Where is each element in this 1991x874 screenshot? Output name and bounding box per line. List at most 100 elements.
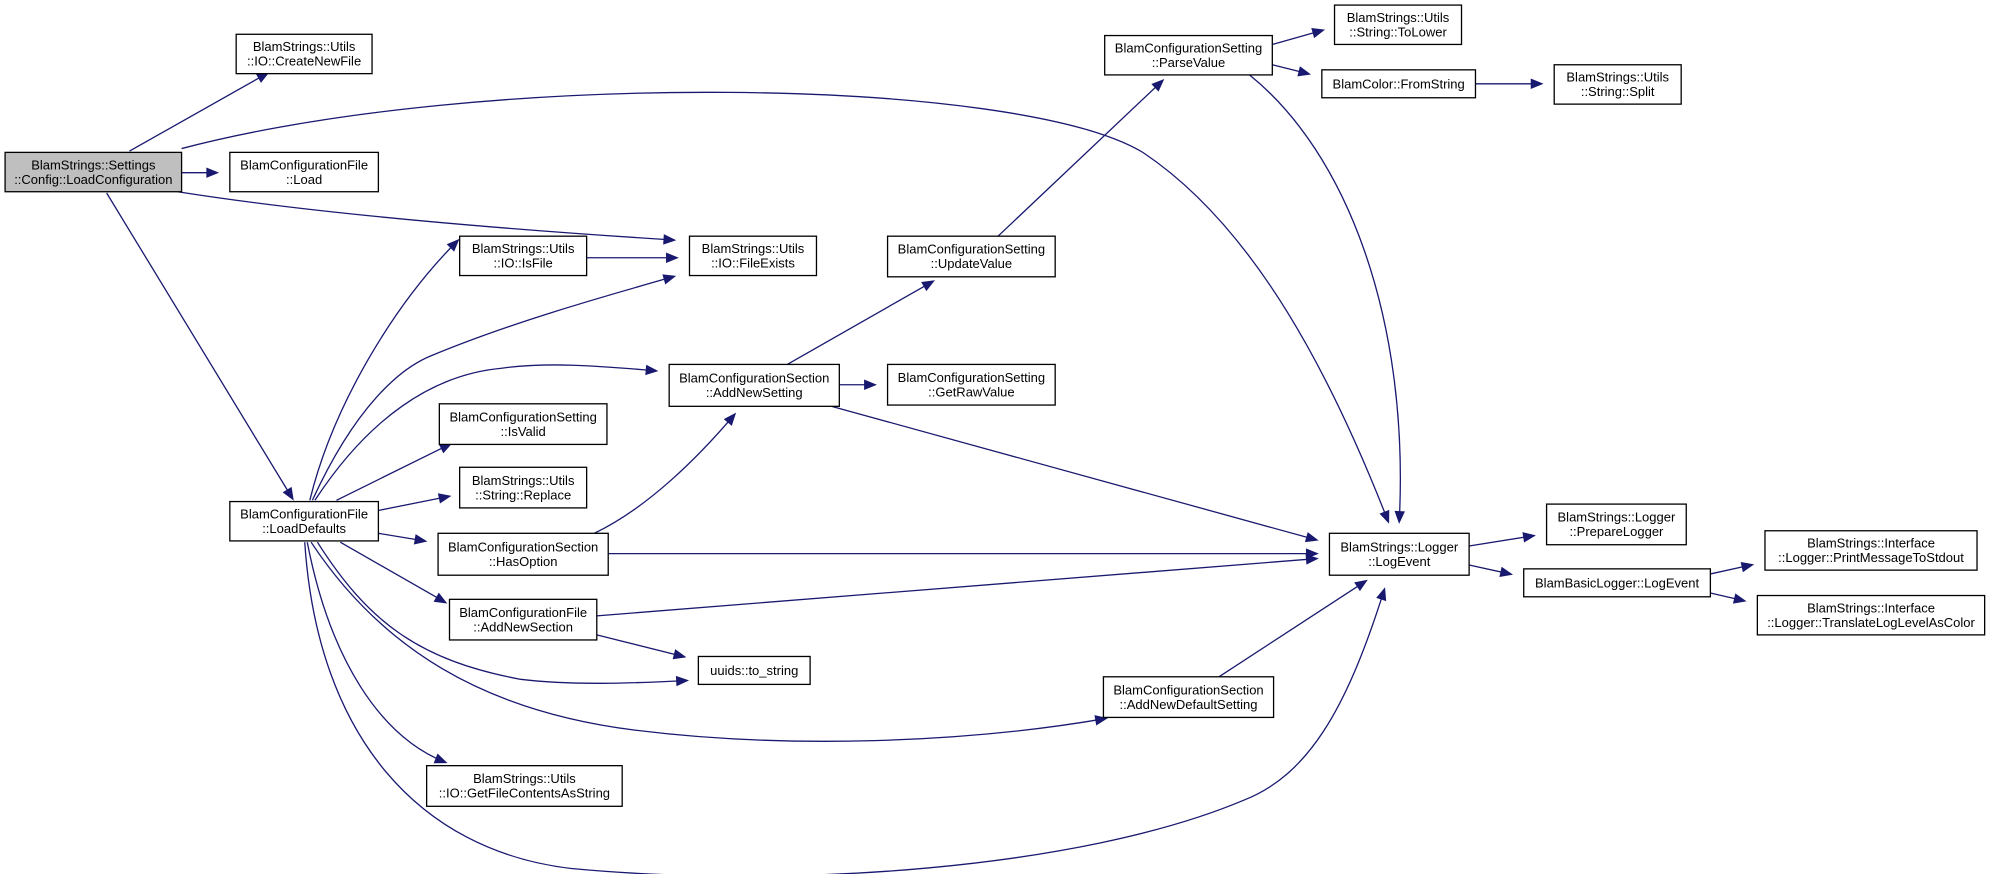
node-box bbox=[437, 532, 609, 576]
node-box bbox=[4, 151, 183, 193]
node-translateLevel[interactable]: BlamStrings::Interface::Logger::Translat… bbox=[1756, 594, 1986, 636]
edge-line bbox=[786, 281, 933, 365]
node-box bbox=[1333, 4, 1463, 46]
node-label-line: ::HasOption bbox=[489, 554, 558, 569]
node-fromString[interactable]: BlamColor::FromString bbox=[1321, 69, 1477, 99]
node-root[interactable]: BlamStrings::Settings::Config::LoadConfi… bbox=[4, 151, 183, 193]
edge-arrowhead bbox=[1376, 587, 1387, 602]
node-printMessage[interactable]: BlamStrings::Interface::Logger::PrintMes… bbox=[1764, 530, 1978, 571]
edge-arrowhead bbox=[433, 592, 448, 604]
edge-loadDefaults-to-addNewSection bbox=[339, 541, 448, 604]
edge-parseValue-to-logEvent bbox=[1249, 74, 1405, 524]
edge-arrowhead bbox=[1740, 561, 1755, 573]
node-label-line: BlamStrings::Utils bbox=[472, 473, 575, 488]
edge-line bbox=[309, 240, 458, 501]
node-parseValue[interactable]: BlamConfigurationSetting::ParseValue bbox=[1104, 34, 1273, 76]
edge-line bbox=[339, 541, 445, 603]
edge-arrowhead bbox=[1297, 66, 1312, 77]
node-label-line: BlamStrings::Settings bbox=[31, 157, 156, 172]
node-label-line: BlamStrings::Logger bbox=[1558, 510, 1676, 525]
node-addNewDefault[interactable]: BlamConfigurationSection::AddNewDefaultS… bbox=[1102, 676, 1275, 719]
node-label-line: ::AddNewSetting bbox=[706, 385, 803, 400]
node-label-line: ::AddNewSection bbox=[473, 619, 573, 634]
node-updateValue[interactable]: BlamConfigurationSetting::UpdateValue bbox=[886, 235, 1056, 278]
edge-root-to-fileExists bbox=[177, 191, 677, 245]
node-addNewSetting[interactable]: BlamConfigurationSection::AddNewSetting bbox=[668, 363, 840, 407]
node-label-line: ::UpdateValue bbox=[931, 256, 1012, 271]
edge-fromString-to-split bbox=[1475, 78, 1544, 90]
node-addNewSection[interactable]: BlamConfigurationFile::AddNewSection bbox=[448, 598, 598, 641]
edge-arrowhead bbox=[1354, 579, 1368, 592]
node-box bbox=[235, 33, 373, 75]
edge-arrowhead bbox=[413, 534, 428, 545]
node-loadDefaults[interactable]: BlamConfigurationFile::LoadDefaults bbox=[229, 500, 380, 542]
edge-parseValue-to-fromString bbox=[1272, 64, 1312, 77]
node-label-line: BlamColor::FromString bbox=[1333, 76, 1465, 91]
node-layer: BlamStrings::Settings::Config::LoadConfi… bbox=[4, 4, 1986, 807]
edge-basicLogEvent-to-printMessage bbox=[1710, 561, 1755, 575]
edge-arrowhead bbox=[1304, 532, 1319, 543]
edge-line bbox=[316, 541, 686, 684]
node-label-line: ::IO::IsFile bbox=[494, 256, 553, 271]
node-label-line: ::ParseValue bbox=[1152, 55, 1225, 70]
node-isFile[interactable]: BlamStrings::Utils::IO::IsFile bbox=[459, 235, 588, 277]
node-getRawValue[interactable]: BlamConfigurationSetting::GetRawValue bbox=[886, 363, 1056, 406]
node-fileExists[interactable]: BlamStrings::Utils::IO::FileExists bbox=[688, 235, 818, 277]
edge-root-to-createNewFile bbox=[129, 72, 270, 152]
edge-updateValue-to-parseValue bbox=[997, 78, 1165, 237]
node-toString[interactable]: uuids::to_string bbox=[697, 655, 811, 686]
node-replace[interactable]: BlamStrings::Utils::String::Replace bbox=[459, 466, 588, 509]
node-label-line: ::GetRawValue bbox=[928, 384, 1014, 399]
node-isValid[interactable]: BlamConfigurationSetting::IsValid bbox=[438, 403, 608, 446]
node-box bbox=[886, 363, 1056, 406]
node-box bbox=[459, 235, 588, 277]
node-box bbox=[1102, 676, 1275, 719]
node-box bbox=[229, 500, 380, 542]
node-logEvent[interactable]: BlamStrings::Logger::LogEvent bbox=[1328, 532, 1470, 576]
edge-line bbox=[181, 91, 1389, 521]
node-getFileContents[interactable]: BlamStrings::Utils::IO::GetFileContentsA… bbox=[425, 765, 623, 807]
edge-logEvent-to-basicLogEvent bbox=[1468, 564, 1513, 578]
node-box bbox=[1756, 594, 1986, 636]
node-basicLogEvent[interactable]: BlamBasicLogger::LogEvent bbox=[1523, 568, 1712, 598]
edge-arrowhead bbox=[675, 675, 689, 687]
edge-loadDefaults-to-isValid bbox=[336, 442, 453, 501]
node-label-line: ::IO::CreateNewFile bbox=[247, 54, 361, 69]
node-label-line: ::Logger::TranslateLogLevelAsColor bbox=[1767, 615, 1975, 630]
edge-loadDefaults-to-replace bbox=[378, 493, 452, 512]
edge-arrowhead bbox=[446, 238, 460, 252]
edge-arrowhead bbox=[663, 234, 677, 245]
node-hasOption[interactable]: BlamConfigurationSection::HasOption bbox=[437, 532, 609, 576]
edge-arrowhead bbox=[1379, 509, 1390, 524]
node-prepareLogger[interactable]: BlamStrings::Logger::PrepareLogger bbox=[1545, 503, 1687, 546]
edge-line bbox=[106, 192, 293, 499]
edge-line bbox=[177, 191, 674, 241]
edge-line bbox=[596, 558, 1316, 617]
edge-hasOption-to-logEvent bbox=[608, 548, 1319, 559]
node-createNewFile[interactable]: BlamStrings::Utils::IO::CreateNewFile bbox=[235, 33, 373, 75]
edge-line bbox=[593, 414, 735, 534]
node-cfgFileLoad[interactable]: BlamConfigurationFile::Load bbox=[229, 151, 380, 193]
node-label-line: ::PrepareLogger bbox=[1569, 524, 1664, 539]
edge-line bbox=[336, 443, 450, 501]
edge-line bbox=[831, 405, 1316, 541]
node-label-line: ::Load bbox=[286, 172, 322, 187]
edge-line bbox=[310, 541, 1105, 742]
edge-line bbox=[997, 80, 1163, 237]
node-box bbox=[448, 598, 598, 641]
node-label-line: ::String::Split bbox=[1581, 84, 1655, 99]
edge-logEvent-to-prepareLogger bbox=[1469, 532, 1536, 547]
edge-line bbox=[1249, 74, 1401, 521]
node-box bbox=[886, 235, 1056, 278]
node-box bbox=[688, 235, 818, 277]
edge-addNewSection-to-logEvent bbox=[596, 554, 1319, 617]
edge-arrowhead bbox=[1394, 510, 1405, 524]
edge-arrowhead bbox=[662, 274, 677, 285]
edge-isFile-to-fileExists bbox=[586, 252, 679, 264]
node-label-line: BlamConfigurationSection bbox=[1113, 682, 1263, 697]
node-toLower[interactable]: BlamStrings::Utils::String::ToLower bbox=[1333, 4, 1463, 46]
edge-arrowhead bbox=[437, 493, 452, 504]
node-label-line: ::IO::FileExists bbox=[711, 256, 795, 271]
node-split[interactable]: BlamStrings::Utils::String::Split bbox=[1553, 64, 1682, 105]
